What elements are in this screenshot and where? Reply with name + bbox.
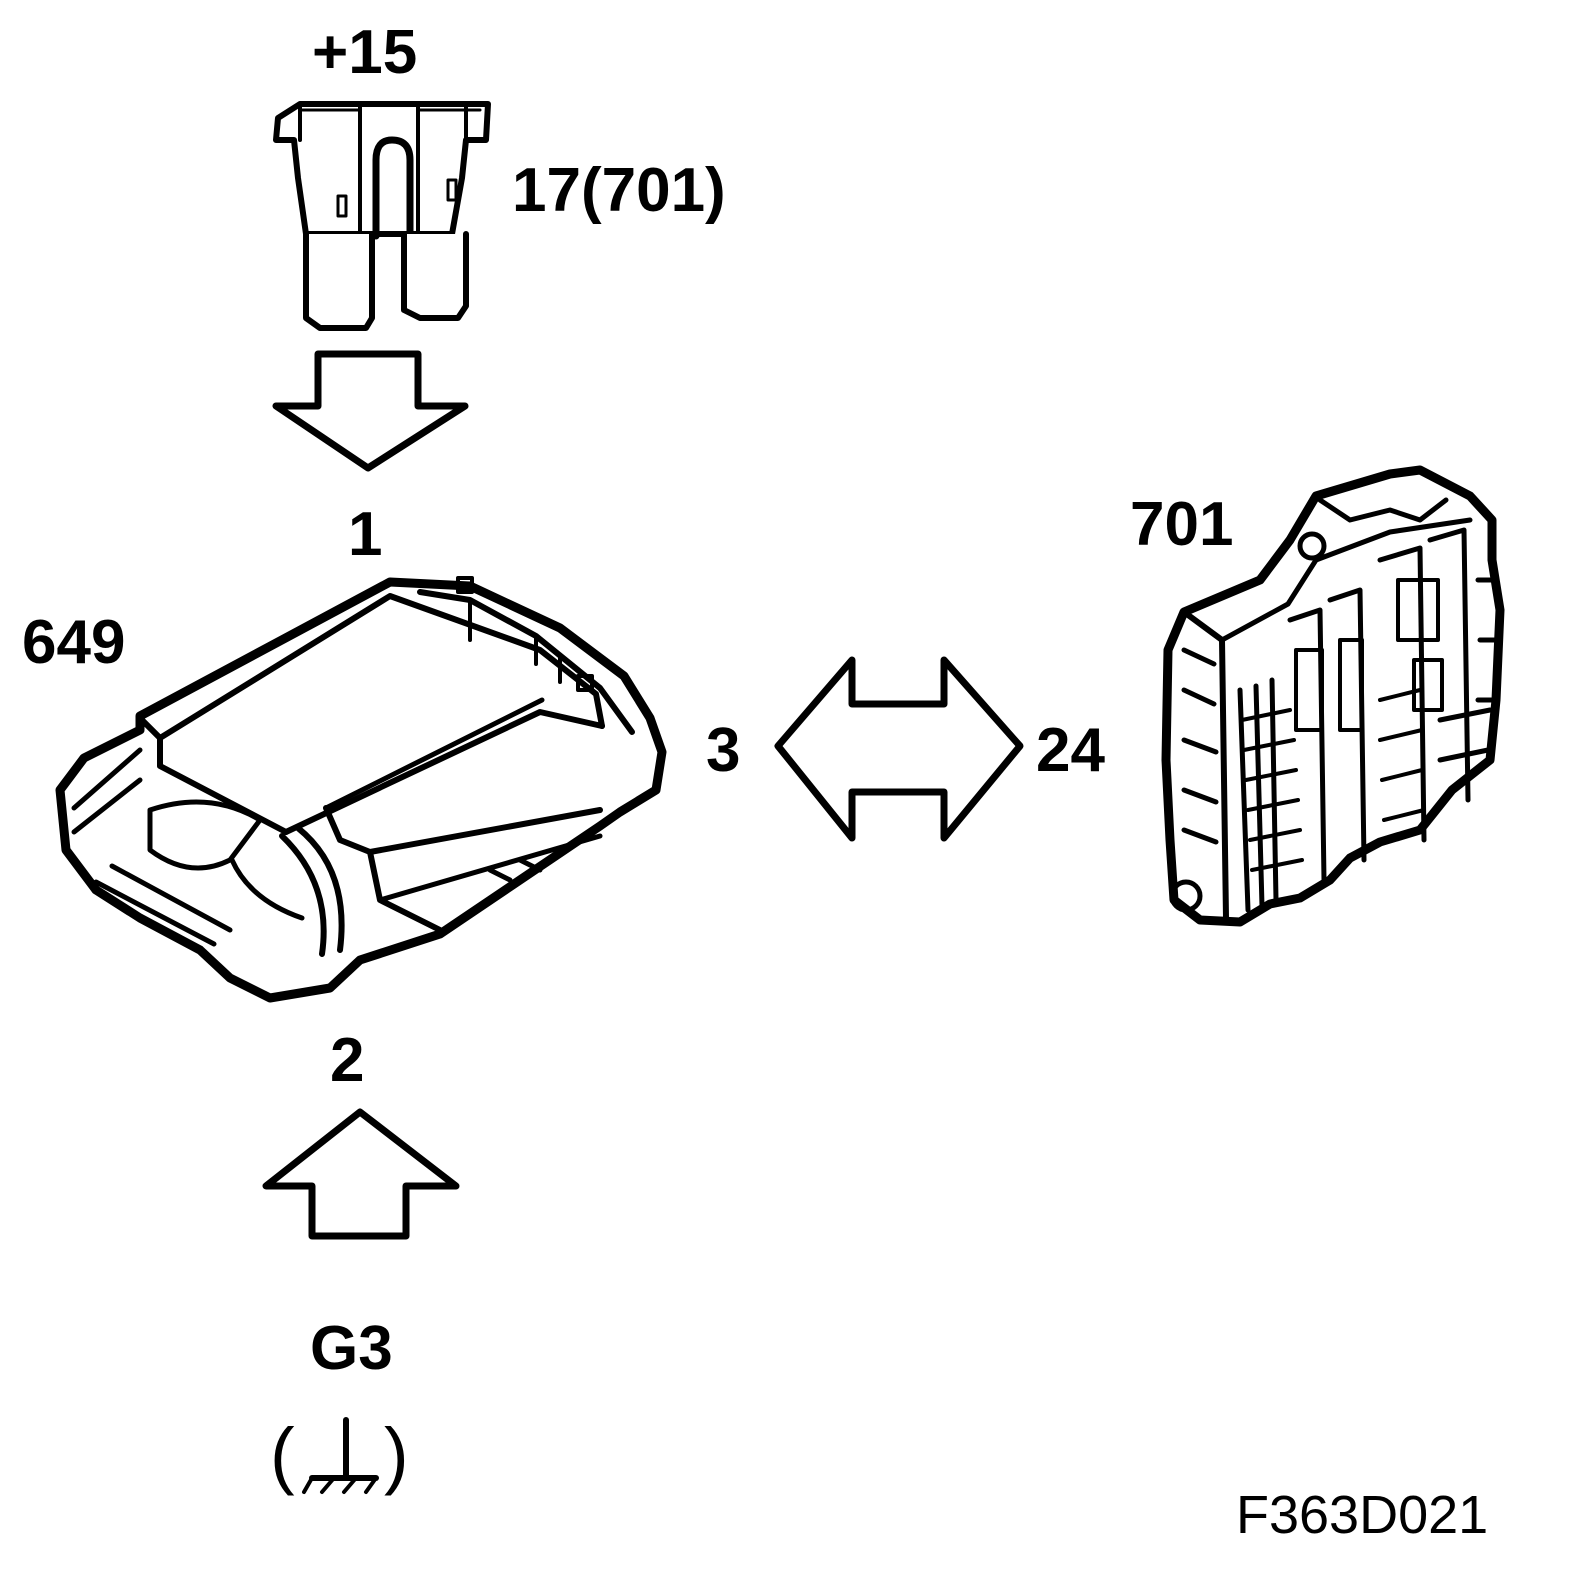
arrow-down-icon — [272, 350, 469, 472]
module-701-label: 701 — [1130, 490, 1234, 559]
pin-3-label: 3 — [706, 716, 741, 785]
fuse-location-label: 17(701) — [512, 156, 726, 225]
ground-icon — [302, 1417, 379, 1494]
pin-1-label: 1 — [348, 500, 383, 569]
double-arrow-icon — [774, 656, 1024, 842]
fuse-icon — [273, 101, 491, 331]
fuse-supply-label: +15 — [312, 18, 418, 87]
module-649-icon — [55, 576, 667, 1003]
module-701-icon — [1161, 465, 1505, 927]
ground-open-paren: ( — [270, 1413, 295, 1496]
module-649-label: 649 — [22, 608, 126, 677]
arrow-up-icon — [262, 1108, 460, 1240]
pin-2-label: 2 — [330, 1026, 365, 1095]
ground-label: G3 — [310, 1314, 393, 1383]
pin-24-label: 24 — [1036, 716, 1105, 785]
ground-close-paren: ) — [384, 1413, 409, 1496]
figure-code: F363D021 — [1236, 1485, 1489, 1545]
